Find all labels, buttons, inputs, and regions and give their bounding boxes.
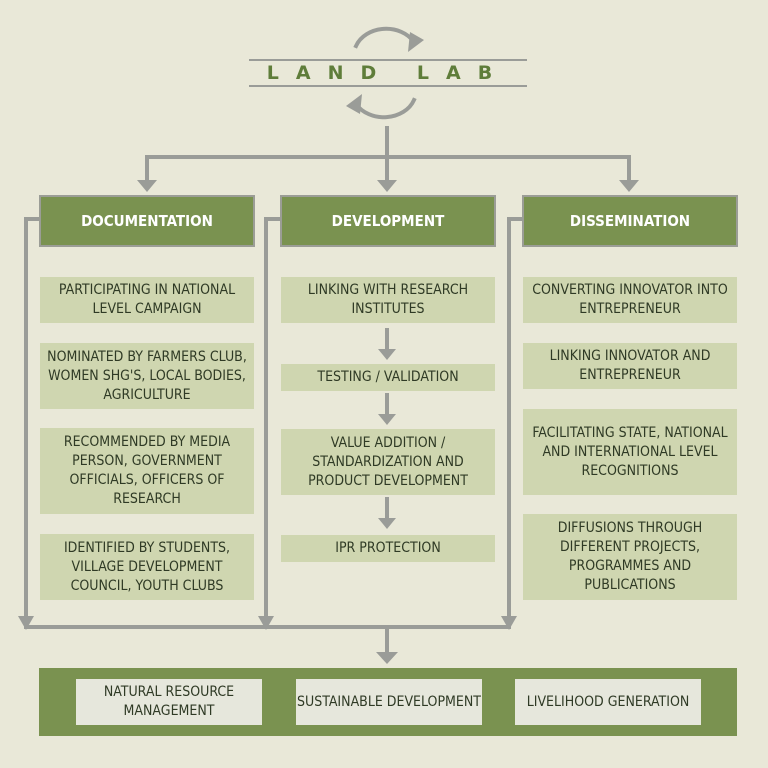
outcome-box: SUSTAINABLE DEVELOPMENT (296, 679, 482, 725)
documentation-header: DOCUMENTATION (39, 195, 255, 247)
dissemination-item: LINKING INNOVATOR AND ENTREPRENEUR (523, 343, 737, 389)
dissemination-item: DIFFUSIONS THROUGH DIFFERENT PROJECTS, P… (523, 514, 737, 600)
documentation-item: IDENTIFIED BY STUDENTS, VILLAGE DEVELOPM… (40, 534, 254, 600)
documentation-item: RECOMMENDED BY MEDIA PERSON, GOVERNMENT … (40, 428, 254, 514)
recycle-arrow-bottom-icon (353, 97, 417, 120)
development-item: LINKING WITH RESEARCH INSTITUTES (281, 277, 495, 323)
outcome-box: NATURAL RESOURCE MANAGEMENT (76, 679, 262, 725)
dissemination-item: FACILITATING STATE, NATIONAL AND INTERNA… (523, 409, 737, 495)
page-title: LAND LAB (266, 62, 510, 84)
documentation-item: NOMINATED BY FARMERS CLUB, WOMEN SHG's, … (40, 343, 254, 409)
development-item: TESTING / VALIDATION (281, 364, 495, 391)
development-header: DEVELOPMENT (280, 195, 496, 247)
dissemination-item: CONVERTING INNOVATOR INTO ENTREPRENEUR (523, 277, 737, 323)
development-item: IPR PROTECTION (281, 535, 495, 562)
documentation-item: PARTICIPATING IN NATIONAL LEVEL CAMPAIGN (40, 277, 254, 323)
dissemination-header: DISSEMINATION (522, 195, 738, 247)
outcome-box: LIVELIHOOD GENERATION (515, 679, 701, 725)
recycle-arrow-top-icon (353, 26, 417, 49)
development-item: VALUE ADDITION / STANDARDIZATION AND PRO… (281, 429, 495, 495)
